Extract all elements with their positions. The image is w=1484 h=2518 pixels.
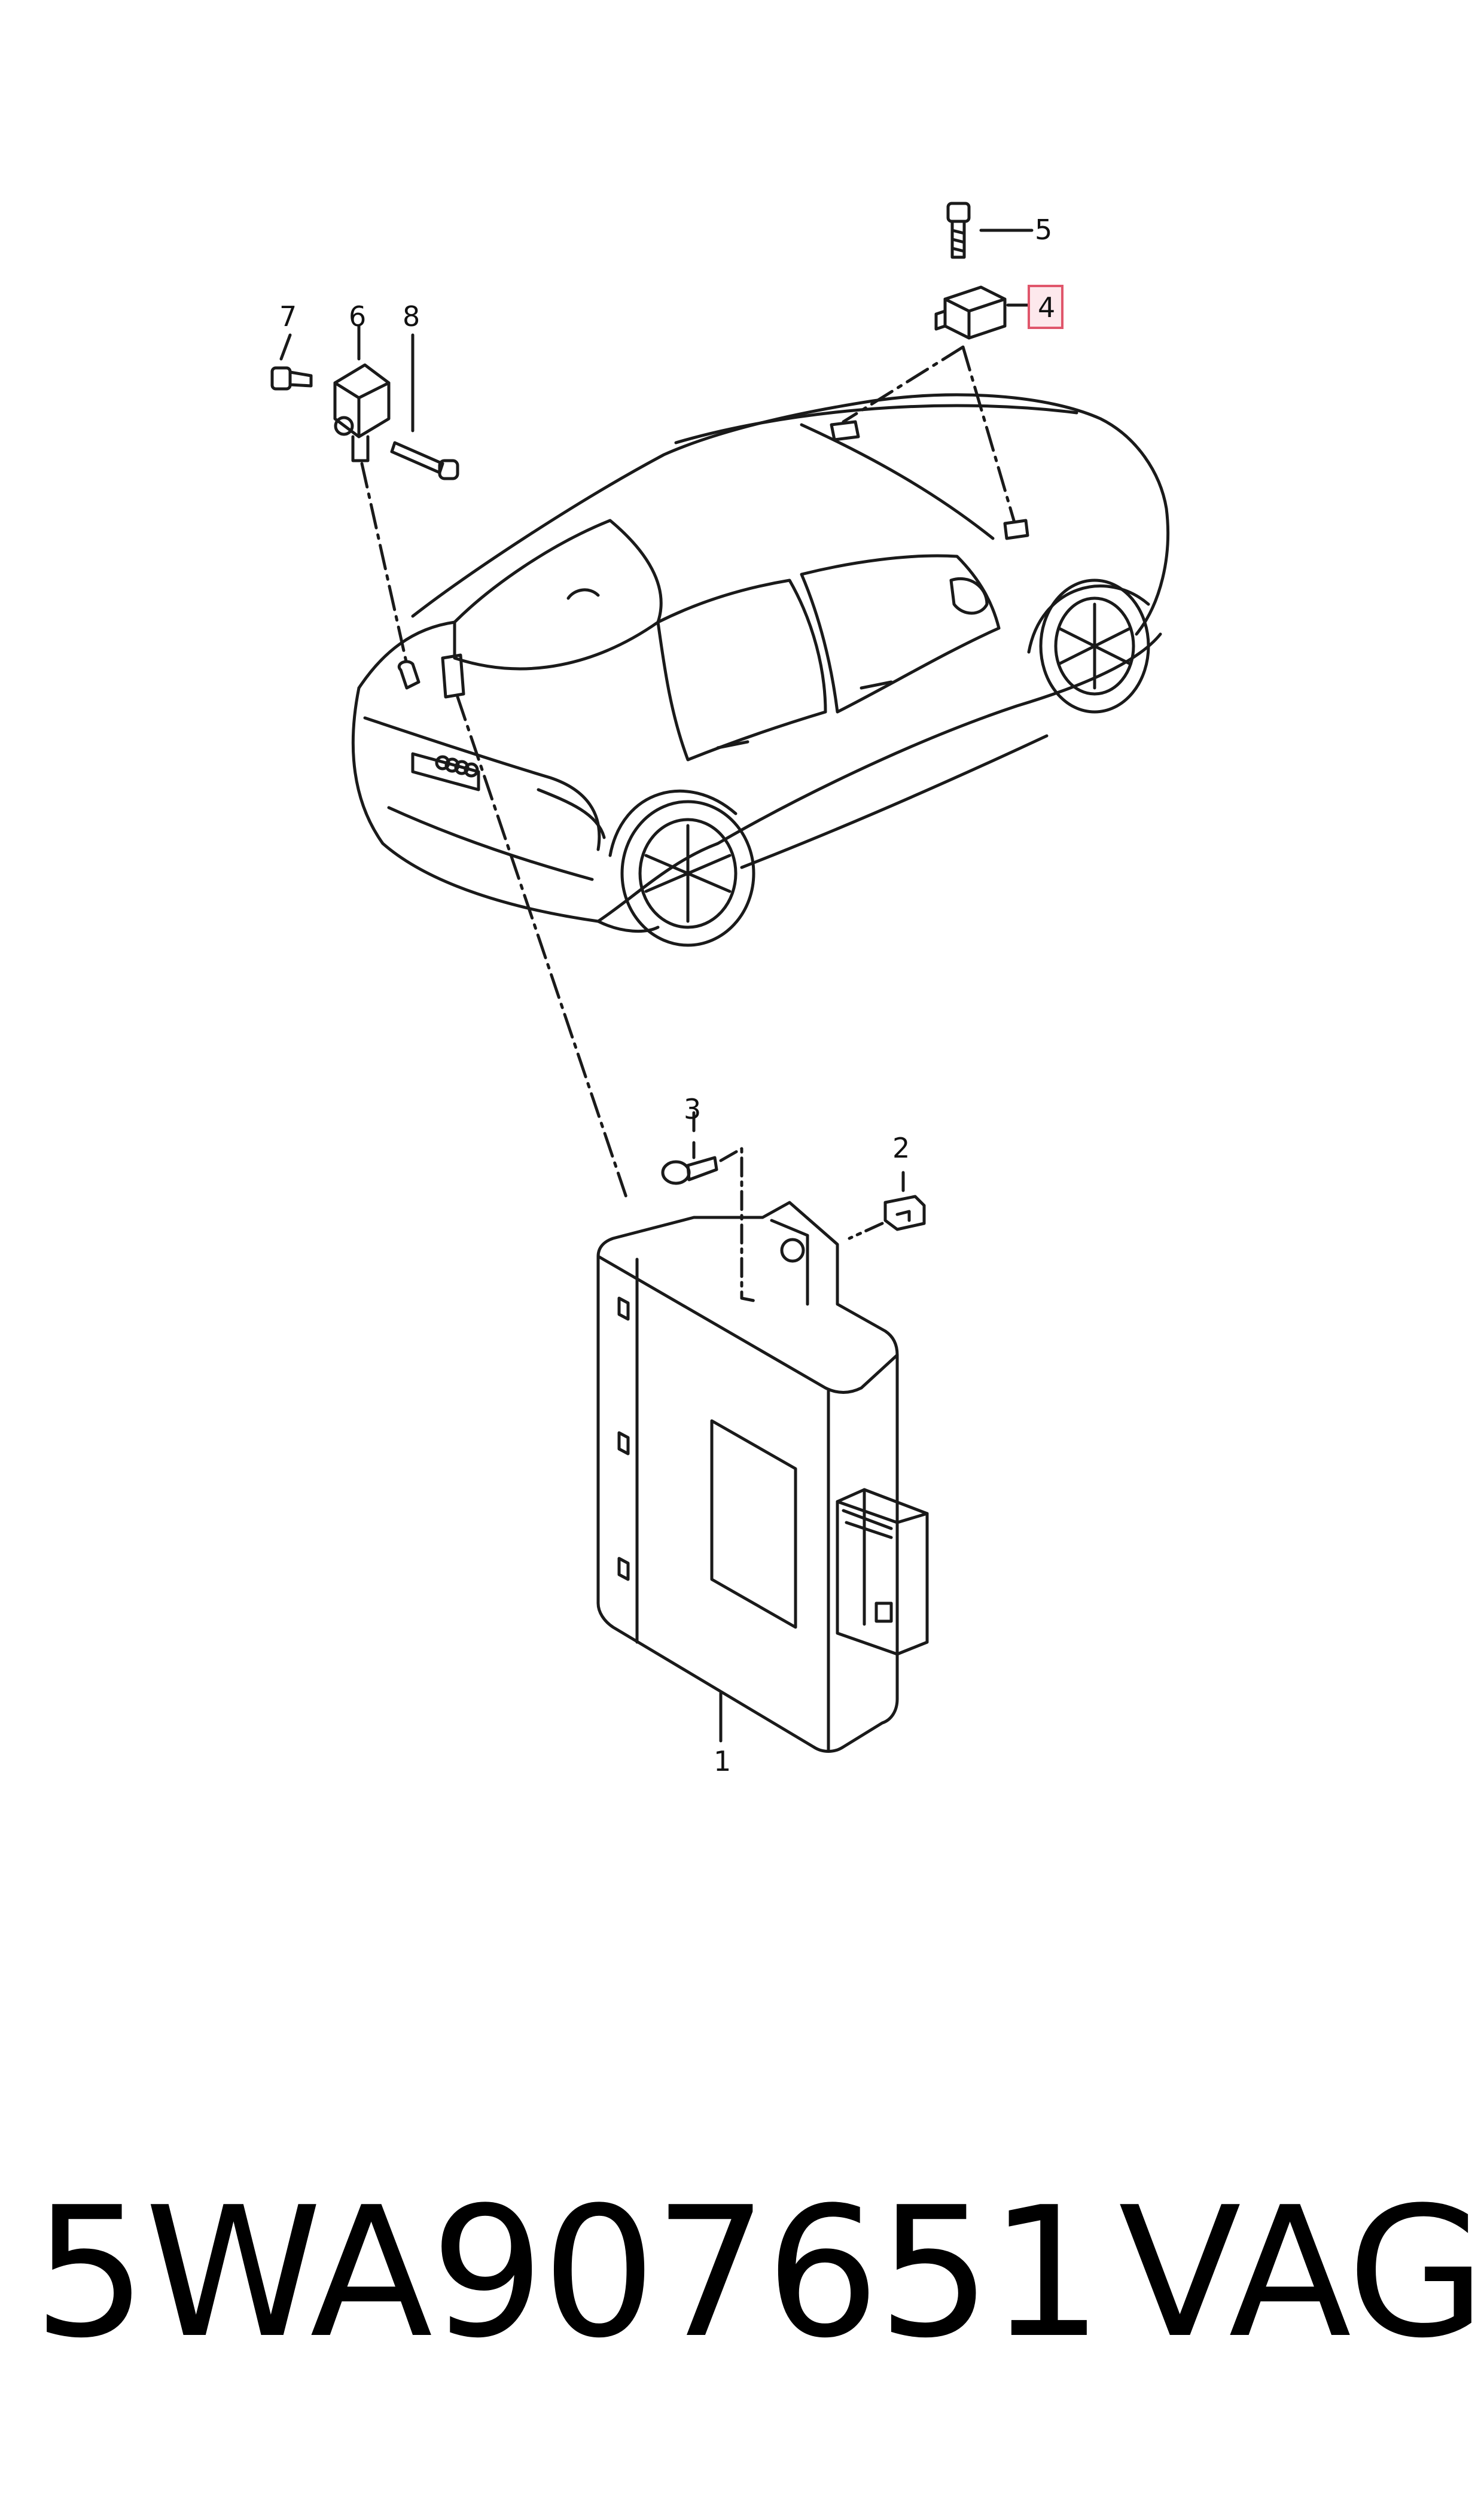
highlight-box-part-4 xyxy=(1028,285,1064,329)
screw-part-3 xyxy=(661,1111,758,1303)
callout-1: 1 xyxy=(714,1745,731,1777)
callout-5: 5 xyxy=(1035,214,1052,246)
sensor-part-4 xyxy=(842,285,1032,522)
callout-8: 8 xyxy=(403,300,420,333)
screw-part-8 xyxy=(390,333,459,480)
clip-part-2 xyxy=(848,1171,926,1240)
screw-part-7 xyxy=(270,333,313,391)
callout-7: 7 xyxy=(279,300,297,333)
control-unit-part-1 xyxy=(596,1201,929,1753)
callout-4: 4 xyxy=(1038,291,1055,324)
callout-6: 6 xyxy=(349,300,366,333)
screw-part-5 xyxy=(946,202,1034,259)
parts-diagram: 1 2 3 4 5 6 7 8 xyxy=(270,202,1170,1777)
brand-label: VAG xyxy=(1119,2169,1484,2377)
car-illustration xyxy=(351,393,1170,947)
part-number-label: 5WA907651 xyxy=(33,2169,1104,2377)
callout-3: 3 xyxy=(684,1093,701,1125)
sensor-part-6 xyxy=(333,324,409,666)
callout-2: 2 xyxy=(892,1132,910,1164)
